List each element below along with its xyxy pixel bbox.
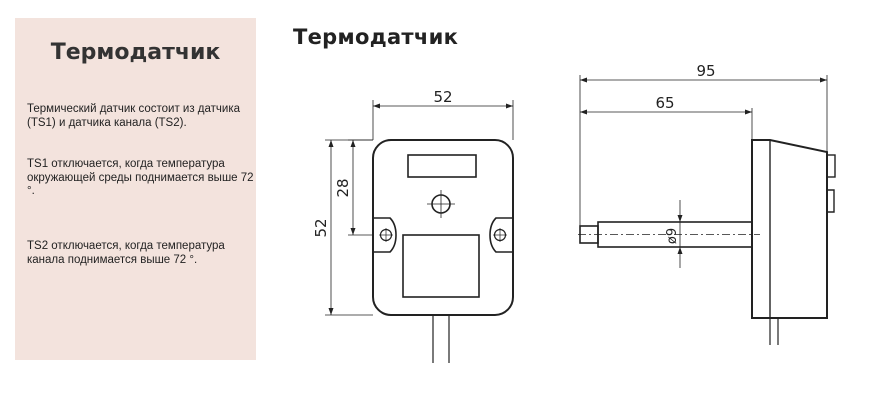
ts2-paragraph: TS2 отключается, когда температура канал… xyxy=(27,240,225,266)
front-height-label: 52 xyxy=(312,218,330,237)
info-panel: Термодатчик Термический датчик состоит и… xyxy=(15,18,256,360)
probe-length-label: 65 xyxy=(655,94,674,112)
front-width-label: 52 xyxy=(433,88,452,106)
front-view xyxy=(325,100,514,363)
total-length-label: 95 xyxy=(696,62,715,80)
info-panel-title: Термодатчик xyxy=(50,40,221,65)
window-height-label: 28 xyxy=(334,178,352,197)
side-view xyxy=(578,75,836,345)
description-paragraph: Термический датчик состоит из датчика (T… xyxy=(27,103,241,129)
drawing-title: Термодатчик xyxy=(293,25,459,49)
ts1-paragraph: TS1 отключается, когда температура окруж… xyxy=(27,158,254,197)
diameter-label: ø9 xyxy=(665,228,680,244)
